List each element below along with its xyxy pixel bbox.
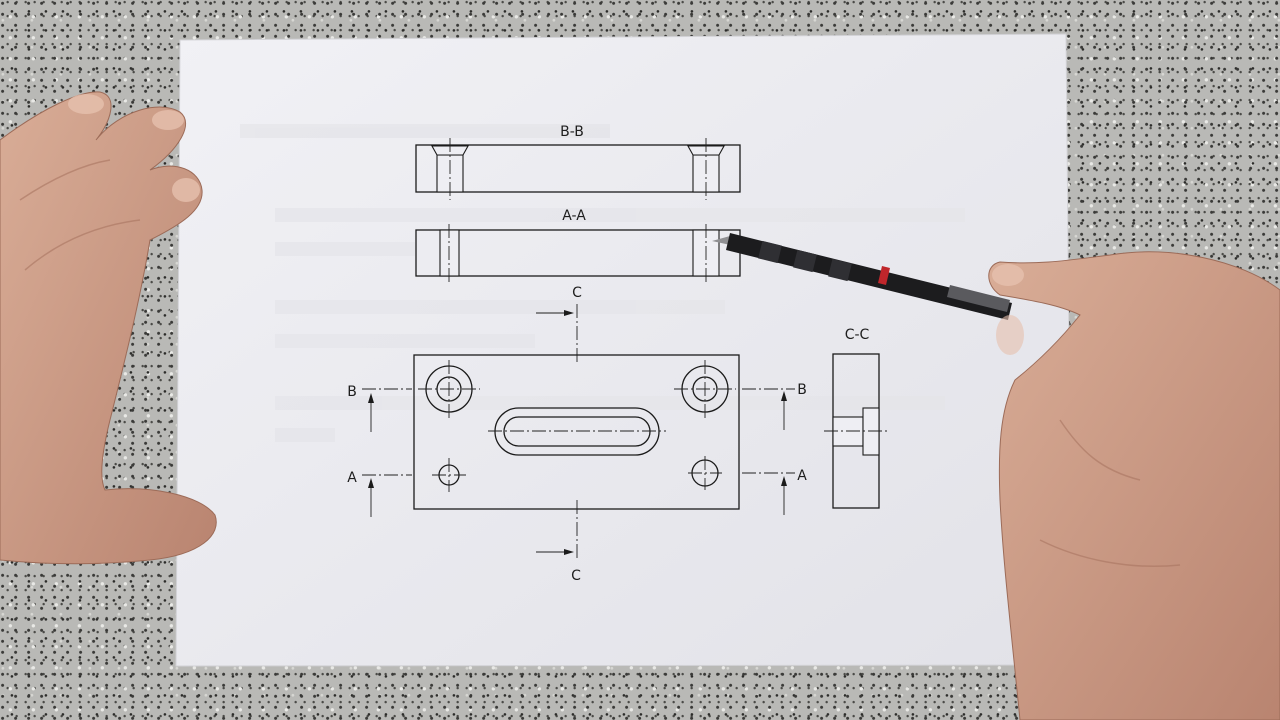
cut-line-c-top: C: [536, 285, 582, 362]
cut-line-a: A A: [347, 468, 807, 517]
section-a-a: A-A: [415, 208, 741, 282]
section-c-c: C-C: [824, 327, 890, 509]
section-aa-label: A-A: [562, 208, 586, 224]
svg-text:C: C: [572, 285, 582, 301]
right-hand: [988, 251, 1280, 720]
svg-text:A: A: [347, 470, 357, 486]
cut-line-b: B B: [347, 382, 807, 432]
svg-text:C: C: [571, 568, 581, 584]
svg-text:A: A: [797, 468, 807, 484]
svg-text:B: B: [347, 384, 357, 400]
mechanical-pencil: [712, 233, 1012, 320]
section-cc-label: C-C: [845, 327, 870, 343]
svg-text:B: B: [797, 382, 807, 398]
cut-line-c-bottom: C: [536, 500, 581, 584]
left-hand: [0, 91, 217, 565]
section-bb-label: B-B: [560, 124, 584, 140]
plan-view: [413, 354, 740, 510]
section-b-b: B-B: [415, 124, 741, 200]
faint-text-lines: [240, 124, 965, 442]
